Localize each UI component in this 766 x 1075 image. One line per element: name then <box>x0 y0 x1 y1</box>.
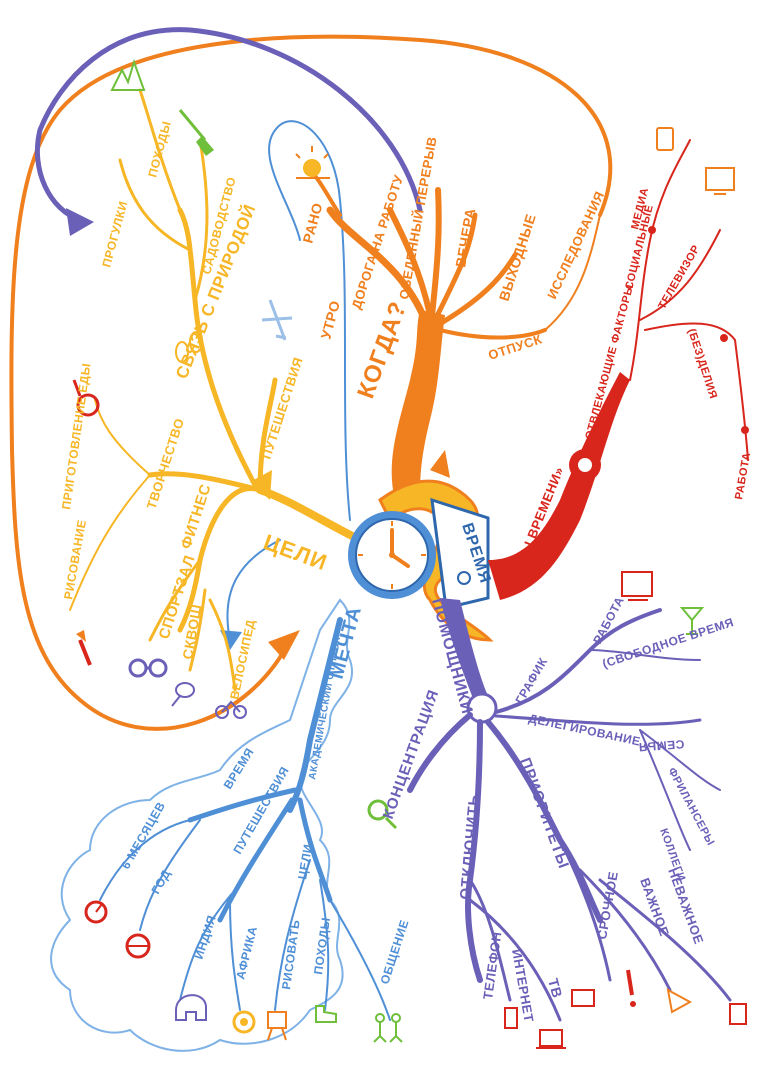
dream-item: 6 МЕСЯЦЕВ <box>118 799 168 871</box>
helpers-item: ВАЖНОЕ <box>637 876 672 939</box>
shovel-icon <box>180 110 214 156</box>
people-icon <box>374 1014 402 1042</box>
helpers-item: СРОЧНОЕ <box>594 870 621 940</box>
when-item: ВЫХОДНЫЕ <box>496 212 539 303</box>
helpers-item: ФРИЛАНСЕРЫ <box>665 766 716 848</box>
globe-icon <box>127 935 149 957</box>
phone-icon <box>657 128 673 150</box>
when-item: ИССЛЕДОВАНИЯ <box>544 189 607 302</box>
goals-item: РИСОВАНИЕ <box>61 518 89 600</box>
squash-racket-icon <box>172 683 194 706</box>
when-item: ВЕЧЕРА <box>452 207 478 269</box>
dream-item: ВРЕМЯ <box>221 745 257 791</box>
purple-loop-arrowhead <box>66 208 94 236</box>
exclamation-icon <box>628 970 636 1007</box>
dream-item: ПОХОДЫ <box>311 916 333 975</box>
phone-handset-icon <box>505 1008 517 1028</box>
dream-item: АФРИКА <box>233 925 260 981</box>
orange-loop-arrowhead <box>268 630 300 660</box>
helpers-item: ОТКЛЮЧИТЬ <box>457 793 483 900</box>
tv-icon <box>706 168 734 194</box>
easel-icon <box>268 1012 286 1040</box>
when-title: КОГДА? <box>352 298 412 403</box>
gear-icon <box>569 449 601 481</box>
when-branch <box>296 146 600 500</box>
airplane-icon <box>262 300 292 340</box>
paintbrush-icon <box>76 630 90 665</box>
computer-icon <box>622 572 652 600</box>
helpers-item: ДЕЛЕГИРОВАНИЕ <box>527 711 642 748</box>
helpers-item: ПРИОРИТЕТЫ <box>516 756 572 872</box>
warning-icon <box>668 990 690 1012</box>
dream-item: ГОД <box>148 867 173 896</box>
dream-item: ЦЕЛИ <box>295 843 315 881</box>
laptop-icon <box>536 1030 566 1048</box>
when-item: РАНО <box>299 201 325 245</box>
dumbbell-icon <box>130 660 166 676</box>
clock-icon <box>348 511 436 599</box>
goals-item: ПУТЕШЕСТВИЯ <box>259 355 306 461</box>
lion-icon <box>234 1012 254 1032</box>
thieves-item: ТЕЛЕВИЗОР <box>656 243 702 311</box>
orange-loop-arrow <box>11 37 610 729</box>
goals-item: ТВОРЧЕСТВО <box>144 416 188 511</box>
goals-item: ПРИГОТОВЛЕНИЕ ЕДЫ <box>59 362 93 510</box>
clock-red-icon <box>86 902 106 922</box>
goals-item: ФИТНЕС <box>178 482 215 551</box>
tv-small-icon <box>572 990 594 1006</box>
goals-item: ПРОГУЛКИ <box>99 199 130 268</box>
elephant-icon <box>176 995 206 1020</box>
thieves-item: РАБОТА <box>733 451 753 500</box>
helpers-item: РАБОТА <box>590 594 627 646</box>
dream-item: ИНДИЯ <box>192 913 219 961</box>
sunrise-icon <box>296 146 330 178</box>
goals-title: ЦЕЛИ <box>260 529 331 575</box>
goals-item: СКВОШ <box>179 603 204 661</box>
helpers-item: ИНТЕРНЕТ <box>509 948 537 1023</box>
goals-item: ПОХОДЫ <box>145 119 173 178</box>
when-item: УТРО <box>317 299 343 341</box>
dream-item: ОБЩЕНИЕ <box>378 918 412 986</box>
helpers-item: (СВОБОДНОЕ ВРЕМЯ <box>601 615 736 671</box>
thieves-item: (БЕЗ)ДЕЛИЯ <box>685 327 719 400</box>
trash-bin-icon <box>730 1004 746 1024</box>
